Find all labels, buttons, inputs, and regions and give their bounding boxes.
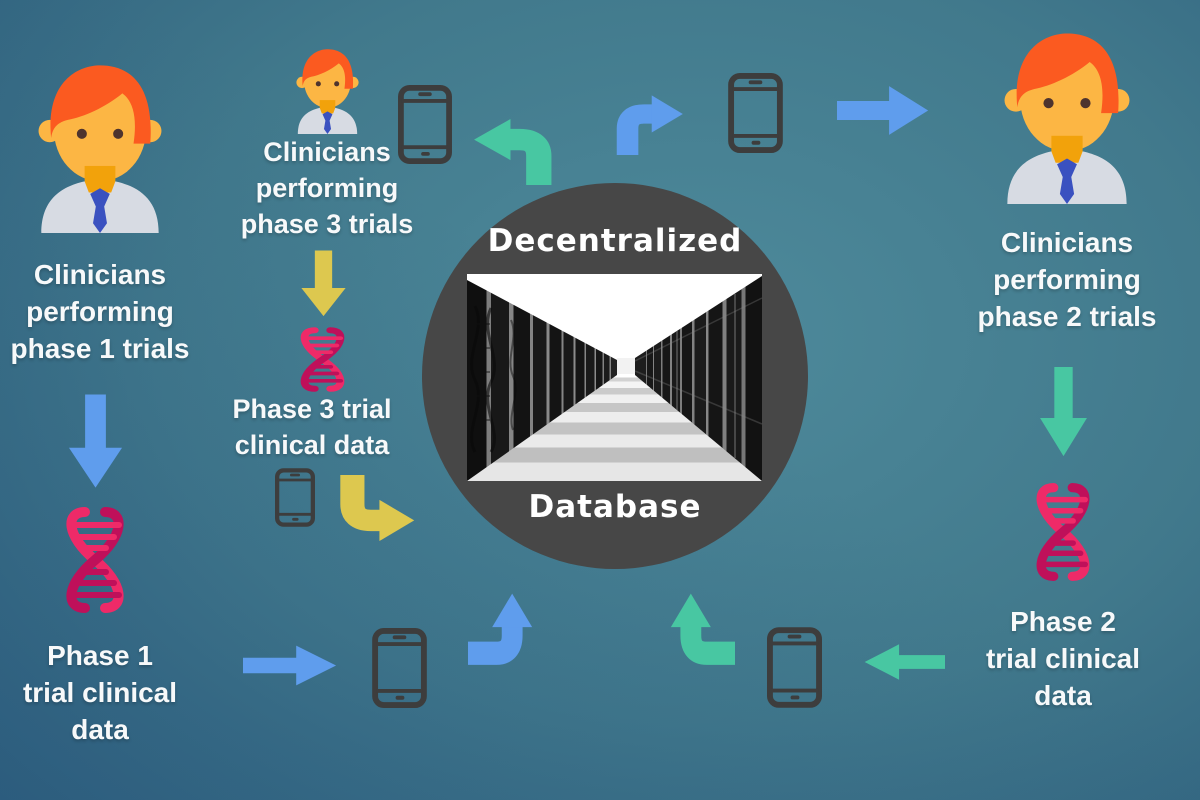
label-line: phase 1 trials — [10, 333, 190, 364]
elbow-arrow-left-green-top — [468, 113, 557, 185]
arrow-right-blue-top — [837, 86, 929, 135]
elbow-arrow-right-blue-top — [612, 90, 688, 155]
label-phase1-clinicians: Clinicians performing phase 1 trials — [11, 256, 190, 367]
center-title-top: Decentralized — [487, 223, 743, 259]
decentralized-database-circle: Decentralized — [422, 183, 808, 569]
dna-helix-icon-phase2 — [1026, 481, 1100, 583]
clinician-avatar-icon-phase1 — [38, 65, 162, 233]
label-phase1-data: Phase 1 trial clinical data — [23, 637, 177, 748]
label-phase3-data: Phase 3 trial clinical data — [232, 391, 391, 463]
dna-helix-icon-phase1 — [55, 505, 135, 615]
elbow-arrow-up-green-phase2 — [665, 588, 735, 670]
label-line: trial clinical — [22, 677, 178, 708]
label-line: Clinicians — [1000, 227, 1134, 258]
label-line: Phase 1 — [47, 640, 153, 671]
server-room-dna-photo — [467, 274, 763, 481]
label-line: Clinicians — [33, 259, 167, 290]
smartphone-icon-phase2 — [767, 627, 822, 708]
clinician-avatar-icon-phase3 — [296, 49, 359, 134]
label-line: clinical data — [234, 430, 390, 460]
arrow-down-blue-phase1 — [68, 394, 123, 488]
smartphone-icon-phase1 — [372, 628, 427, 708]
arrow-down-green-phase2 — [1040, 367, 1087, 457]
smartphone-icon-top-right — [728, 73, 783, 153]
label-line: performing — [26, 296, 174, 327]
label-line: phase 3 trials — [240, 209, 414, 239]
dna-helix-icon-phase3 — [292, 326, 353, 393]
label-line: data — [1034, 680, 1092, 711]
label-line: Phase 3 trial — [232, 394, 392, 424]
label-line: Clinicians — [263, 137, 391, 167]
clinician-avatar-icon-phase2 — [1004, 33, 1130, 204]
label-phase2-data: Phase 2 trial clinical data — [986, 603, 1140, 714]
arrow-down-yellow-phase3 — [301, 250, 346, 317]
label-phase3-clinicians: Clinicians performing phase 3 trials — [241, 134, 414, 242]
elbow-arrow-right-yellow-phase3 — [335, 475, 420, 547]
center-title-bottom: Database — [528, 489, 702, 525]
label-line: performing — [993, 264, 1141, 295]
label-line: trial clinical — [985, 643, 1141, 674]
smartphone-icon-phase3 — [275, 468, 315, 527]
arrow-right-blue-phase1 — [243, 645, 337, 686]
label-line: data — [71, 714, 129, 745]
elbow-arrow-up-blue-phase1 — [468, 588, 538, 670]
label-phase2-clinicians: Clinicians performing phase 2 trials — [978, 224, 1157, 335]
label-line: performing — [255, 173, 399, 203]
arrow-left-green-phase2 — [864, 644, 945, 680]
label-line: Phase 2 — [1010, 606, 1116, 637]
smartphone-icon-top-left — [398, 85, 452, 164]
label-line: phase 2 trials — [977, 301, 1157, 332]
dna-vial-decor — [470, 305, 517, 453]
